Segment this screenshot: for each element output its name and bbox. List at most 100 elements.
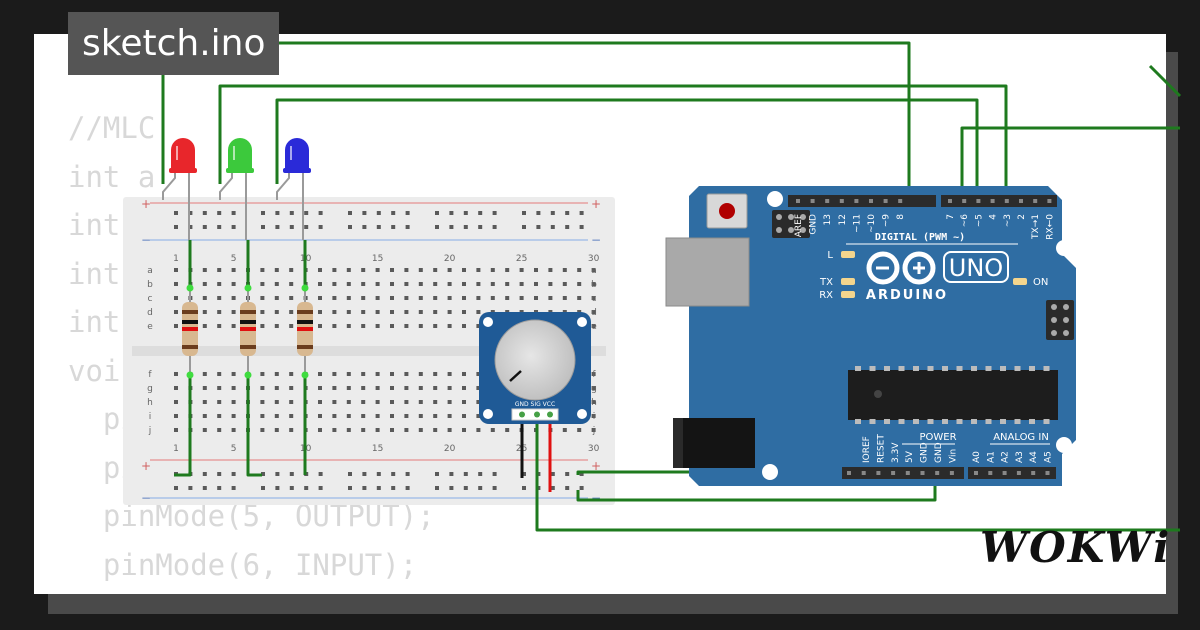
breadboard-hole [332,372,337,376]
breadboard-hole [490,282,495,286]
column-label: 30 [588,444,600,454]
rail-hole [304,225,309,229]
breadboard-hole [519,296,524,300]
row-label: g [147,384,153,394]
power-pin-label: Vin [948,449,958,463]
digital-pin-label: 7 [946,214,956,220]
wire-red-led-to-pin9 [161,41,911,197]
rail-hole [550,211,555,215]
potentiometer-knob[interactable] [494,319,576,401]
chip-pins [855,366,1050,424]
rail-hole [478,472,483,476]
column-label: 25 [516,254,527,264]
rail-hole [376,472,381,476]
chip-pin [884,366,890,371]
breadboard-hole [260,372,265,376]
breadboard-hole [462,372,466,376]
breadboard-hole [462,282,466,286]
rail-hole [174,225,178,229]
breadboard-hole [447,282,452,286]
header-hole [1047,199,1052,203]
breadboard-hole [202,400,207,404]
breadboard-hole [548,296,553,300]
breadboard-hole [217,372,222,376]
rail-hole [492,486,497,490]
breadboard-hole [404,414,409,418]
breadboard-hole [433,428,438,432]
breadboard-hole [390,372,394,376]
analog-pin-label: A4 [1029,451,1039,463]
led-blue[interactable] [276,138,311,240]
breadboard-hole [462,324,466,328]
header-hole [876,471,881,475]
breadboard-hole [202,310,207,314]
digital-pin-label: ~5 [974,214,984,227]
atmega-chip [848,370,1058,420]
rail-hole [579,211,584,215]
rail-hole [289,472,294,476]
breadboard-hole [361,268,366,272]
led-green[interactable] [219,138,254,240]
breadboard-hole [318,386,322,390]
wire-blue-led-to-pin5 [275,98,979,197]
breadboard-hole [274,400,279,404]
breadboard-hole [274,324,279,328]
breadboard-hole [174,428,178,432]
pot-pin-vcc [547,411,553,418]
rail-hole [391,225,396,229]
rail-plus-label: + [591,197,601,211]
breadboard-hole [562,296,567,300]
rail-hole [405,225,410,229]
row-label: h [147,398,153,408]
code-line: int [68,256,121,291]
power-pin-label: RESET [876,434,886,463]
breadboard-hole [202,324,207,328]
arduino-mount-hole [762,464,778,480]
power-header [842,467,964,479]
wire-diagonal-right [1148,64,1182,98]
breadboard-hole [231,310,236,314]
breadboard-hole [375,400,380,404]
reset-button[interactable] [719,203,735,219]
header-hole [861,471,866,475]
breadboard-hole [562,428,567,432]
rail-hole [463,225,468,229]
breadboard-hole [418,428,423,432]
led-red[interactable] [162,138,197,240]
header-holes [796,199,1052,475]
breadboard-hole [375,296,380,300]
breadboard-hole [361,372,366,376]
breadboard-hole [217,386,222,390]
breadboard-hole [404,400,409,404]
wire-resistor1-ground [174,375,192,477]
rail-hole [231,211,236,215]
breadboard-hole [332,282,337,286]
breadboard-hole [217,296,222,300]
column-label: 15 [372,444,383,454]
rail-hole [348,211,352,215]
digital-pin-label: 8 [896,214,906,220]
digital-pin-label: TX→1 [1031,214,1041,240]
power-jack[interactable] [673,418,755,468]
breadboard-hole [375,282,380,286]
rail-hole [478,225,483,229]
breadboard-hole [202,268,207,272]
chip-pin [898,419,905,424]
led-l-label: L [827,250,833,261]
breadboard-hole [375,310,380,314]
breadboard-hole [274,386,279,390]
breadboard-hole [462,428,466,432]
breadboard-hole [404,372,409,376]
rail-hole [492,225,497,229]
led-tx-label: TX [819,277,833,288]
breadboard-hole [418,414,423,418]
breadboard-hole [462,296,466,300]
column-label: 30 [588,254,600,264]
breadboard-hole [174,282,178,286]
chip-pin [913,419,919,424]
header-hole [883,199,888,203]
breadboard-hole [361,428,366,432]
usb-port[interactable] [665,237,750,307]
breadboard-hole [346,372,351,376]
breadboard-hole [260,310,265,314]
